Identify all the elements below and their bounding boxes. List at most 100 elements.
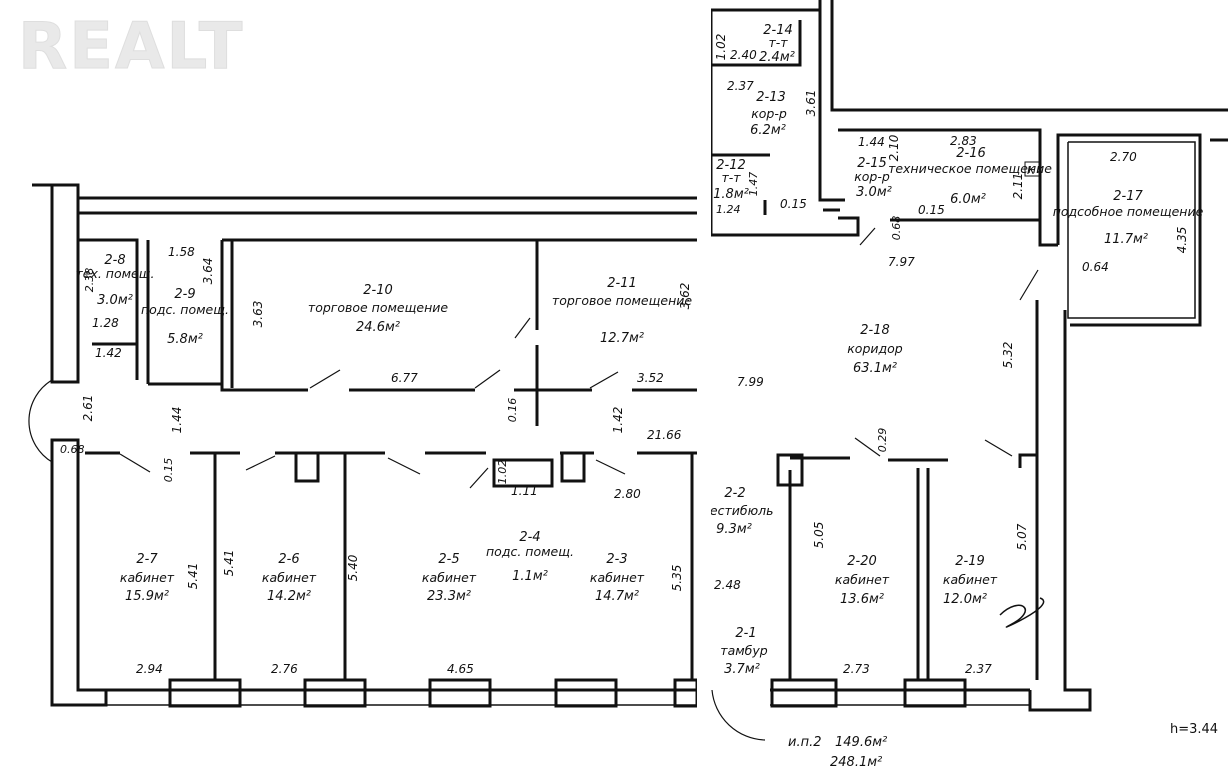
scan-seam — [697, 0, 711, 776]
dim-label: 5.07 — [1015, 523, 1029, 550]
dim-label: 1.28 — [92, 316, 119, 330]
room-2-7-num: 2-7 — [136, 552, 158, 567]
room-2-18-num: 2-18 — [860, 323, 890, 338]
room-2-10-area: 24.6м² — [356, 320, 400, 335]
dim-label: 5.41 — [222, 550, 236, 577]
room-2-13-name: кор-р — [751, 106, 787, 121]
dim-label: 0.15 — [918, 203, 945, 217]
dim-label: 2.61 — [81, 395, 95, 422]
room-2-17-name: подсобное помещение — [1053, 204, 1204, 219]
dim-label: 3.61 — [804, 90, 818, 117]
dim-label: 5.35 — [670, 565, 684, 592]
room-2-16-num: 2-16 — [956, 146, 986, 161]
room-2-2-name: вестибюль — [703, 503, 774, 518]
room-2-2-area: 9.3м² — [716, 522, 752, 537]
dim-label: 0.29 — [876, 428, 889, 453]
room-2-11-area: 12.7м² — [600, 331, 644, 346]
room-2-2-num: 2-2 — [724, 486, 745, 501]
dim-label: 4.65 — [447, 662, 474, 676]
dim-label: 0.15 — [162, 458, 175, 483]
room-2-11-name: торговое помещение — [552, 293, 692, 308]
dim-label: 0.68 — [890, 216, 903, 241]
room-2-3-area: 14.7м² — [595, 589, 639, 604]
room-2-13-area: 6.2м² — [750, 123, 786, 138]
room-2-12-name: т-т — [721, 170, 741, 185]
dim-label: 4.35 — [1175, 227, 1189, 254]
dim-label: 6.77 — [391, 371, 418, 385]
dim-label: 5.40 — [346, 554, 360, 581]
dim-label: 2.10 — [887, 134, 901, 161]
room-2-1-num: 2-1 — [735, 626, 756, 641]
room-2-9-area: 5.8м² — [167, 332, 203, 347]
room-2-5-num: 2-5 — [438, 552, 459, 567]
dim-label: 2.70 — [1110, 150, 1137, 164]
room-2-19-num: 2-19 — [955, 554, 985, 569]
dim-label: 3.64 — [201, 258, 215, 285]
room-2-19-name: кабинет — [943, 572, 998, 587]
dim-label: 1.42 — [611, 407, 625, 434]
summary-area-1: 149.6м² — [835, 735, 887, 750]
room-2-10-num: 2-10 — [363, 283, 393, 298]
dim-label: 1.11 — [511, 484, 538, 498]
dim-label: 1.47 — [747, 172, 760, 197]
dim-label: 0.15 — [780, 197, 807, 211]
dim-label: 1.02 — [714, 34, 728, 61]
room-2-11-num: 2-11 — [607, 276, 637, 291]
room-2-6-area: 14.2м² — [267, 589, 311, 604]
dim-label: 2.38 — [83, 268, 96, 293]
dim-label: 7.97 — [888, 255, 915, 269]
room-2-20-num: 2-20 — [847, 554, 877, 569]
room-2-12-area: 1.8м² — [713, 187, 749, 202]
room-2-6-name: кабинет — [262, 570, 317, 585]
room-2-7-area: 15.9м² — [125, 589, 169, 604]
room-2-17-area: 11.7м² — [1104, 232, 1148, 247]
room-2-6-num: 2-6 — [278, 552, 299, 567]
dim-label: 1.58 — [168, 245, 195, 259]
realt-watermark: REALT — [17, 10, 245, 85]
room-2-14-num: 2-14 — [763, 23, 793, 38]
room-2-12-num: 2-12 — [716, 158, 746, 173]
room-2-17-num: 2-17 — [1113, 189, 1143, 204]
room-2-16-area: 6.0м² — [950, 192, 986, 207]
room-2-7-name: кабинет — [120, 570, 175, 585]
dim-label: 3.52 — [637, 371, 664, 385]
room-2-18-name: коридор — [847, 341, 903, 356]
dim-label: 0.16 — [506, 398, 519, 423]
summary-label: и.п.2 — [788, 735, 821, 750]
room-2-4-num: 2-4 — [519, 530, 540, 545]
room-2-20-area: 13.6м² — [840, 592, 884, 607]
height-note: h=3.44 — [1170, 722, 1218, 737]
dim-label: 5.05 — [812, 522, 826, 549]
room-2-1-area: 3.7м² — [724, 662, 760, 677]
dim-label: 2.76 — [271, 662, 298, 676]
dim-label: 2.80 — [614, 487, 641, 501]
dim-label: 7.99 — [737, 375, 764, 389]
room-2-15-num: 2-15 — [857, 156, 887, 171]
dim-label: 2.40 — [730, 48, 757, 62]
room-2-9-num: 2-9 — [174, 287, 195, 302]
dim-label: 2.37 — [965, 662, 992, 676]
room-2-4-name: подс. помещ. — [486, 544, 574, 559]
room-2-3-num: 2-3 — [606, 552, 627, 567]
room-2-1-name: тамбур — [720, 643, 767, 658]
room-2-3-name: кабинет — [590, 570, 645, 585]
room-2-14-name: т-т — [768, 35, 788, 50]
dim-label: 21.66 — [647, 428, 682, 442]
room-2-10-name: торговое помещение — [308, 300, 448, 315]
dim-label: 2.11 — [1011, 173, 1025, 200]
room-2-4-area: 1.1м² — [512, 569, 548, 584]
summary-area-2: 248.1м² — [830, 755, 882, 770]
room-2-5-name: кабинет — [422, 570, 477, 585]
room-2-20-name: кабинет — [835, 572, 890, 587]
room-2-9-name: подс. помещ. — [141, 302, 229, 317]
dim-label: 1.42 — [95, 346, 122, 360]
room-2-18-area: 63.1м² — [853, 361, 897, 376]
dim-label: 5.41 — [186, 563, 200, 590]
dim-label: 3.62 — [678, 283, 692, 310]
dim-label: 5.32 — [1001, 342, 1015, 369]
room-2-15-area: 3.0м² — [856, 185, 892, 200]
room-2-13-num: 2-13 — [756, 90, 786, 105]
dim-label: 2.83 — [950, 134, 977, 148]
dim-label: 2.94 — [136, 662, 163, 676]
